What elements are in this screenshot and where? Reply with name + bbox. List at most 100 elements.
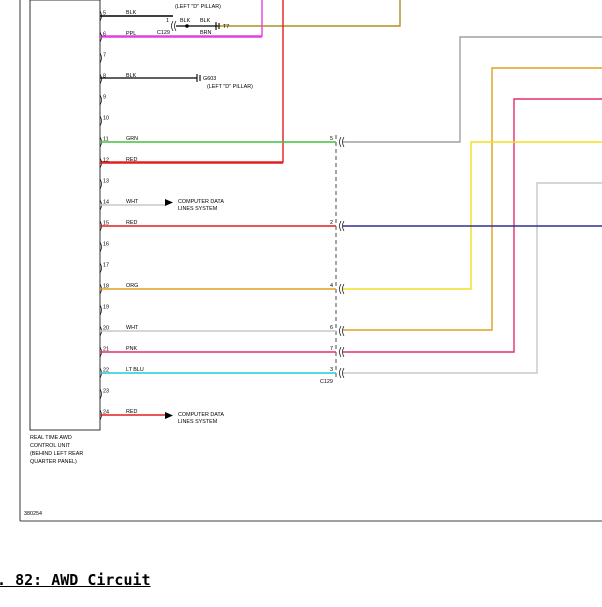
connector-c129-label: C129 [320, 379, 333, 385]
wire-color-label: BLK [126, 10, 137, 16]
pin-number: 16 [103, 242, 109, 248]
pin-terminal-icon [99, 304, 102, 316]
figure-caption: g. 82: AWD Circuit [0, 571, 151, 589]
wire-color-label: PNK [126, 346, 137, 352]
svg-text:CONTROL UNIT: CONTROL UNIT [30, 443, 71, 449]
pin-number: 18 [103, 284, 109, 290]
svg-text:QUARTER PANEL): QUARTER PANEL) [30, 459, 77, 465]
pin-row-7: 7 [99, 52, 106, 64]
svg-text:LINES SYSTEM: LINES SYSTEM [178, 206, 218, 212]
pin5-splice-group: 1 C129 BLK BLK BRN T7 (LEFT "D" PILLAR) [157, 4, 229, 36]
ground-g603-icon [196, 74, 201, 82]
wire-color-label: BLK [126, 73, 137, 79]
pin-terminal-icon [99, 94, 102, 106]
wire-label-brn: BRN [200, 30, 211, 36]
wire-color-label: ORG [126, 283, 138, 289]
connector-pin-number: 2 [330, 220, 333, 226]
control-unit-label: REAL TIME AWD CONTROL UNIT (BEHIND LEFT … [30, 435, 83, 465]
diagram-frame [19, 0, 602, 522]
pin-number: 21 [103, 347, 109, 353]
pin-number: 19 [103, 305, 109, 311]
wire-color-label: PPL [126, 31, 136, 37]
ground-t7-icon [215, 22, 220, 30]
pin-terminal-icon [99, 262, 102, 274]
pin-number: 17 [103, 263, 109, 269]
pin-terminal-icon [99, 388, 102, 400]
pin-row-12: 12 RED [99, 157, 283, 169]
pin-row-22: 22 LT BLU 3 [99, 367, 345, 379]
pin-row-16: 16 [99, 241, 109, 253]
pin-terminal-icon [99, 178, 102, 190]
pin-number: 22 [103, 368, 109, 374]
pin-number: 14 [103, 200, 109, 206]
pin-number: 15 [103, 221, 109, 227]
pin-row-10: 10 [99, 115, 109, 127]
pin-row-19: 19 [99, 304, 109, 316]
connector-terminal-icon [339, 367, 342, 379]
control-unit-box [29, 0, 101, 431]
computer-data-ref-24: COMPUTER DATA LINES SYSTEM [165, 412, 224, 425]
pin-number: 13 [103, 179, 109, 185]
arrow-right-icon [165, 199, 173, 206]
svg-text:LINES SYSTEM: LINES SYSTEM [178, 419, 218, 425]
pin-terminal-icon [99, 115, 102, 127]
ground-g603-label: G603 [203, 76, 216, 82]
connector-pin-number: 3 [330, 367, 333, 373]
connector-terminal-icon [339, 283, 342, 295]
connector-terminal-icon [339, 136, 342, 148]
ground-t7-label: T7 [223, 24, 229, 30]
computer-data-ref-14: COMPUTER DATA LINES SYSTEM [165, 199, 224, 212]
right-return-wires [343, 36, 602, 374]
wire-label-blk-top: BLK [180, 18, 191, 24]
pin-row-9: 9 [99, 94, 106, 106]
pin-number: 24 [103, 410, 109, 416]
pin-number: 20 [103, 326, 109, 332]
connector-pin-number: 4 [330, 283, 333, 289]
pin-row-24: 24 RED [99, 409, 165, 421]
wire-color-label: RED [126, 409, 137, 415]
svg-text:REAL TIME AWD: REAL TIME AWD [30, 435, 72, 441]
pin-row-21: 21 PNK 7 [99, 346, 345, 358]
pin-number: 5 [103, 11, 106, 17]
pin-number: 7 [103, 53, 106, 59]
figure-id: 380254 [24, 511, 42, 517]
pin-terminal-icon [99, 52, 102, 64]
pin8-ground-group: G603 (LEFT "D" PILLAR) [100, 74, 253, 90]
wire-color-label: WHT [126, 325, 139, 331]
svg-text:COMPUTER DATA: COMPUTER DATA [178, 412, 224, 418]
pin-number: 9 [103, 95, 106, 101]
pin-row-18: 18 ORG 4 [99, 283, 345, 295]
pin-row-6: 6 PPL [99, 31, 262, 43]
splice-dot [185, 24, 189, 28]
top-pillar-note: (LEFT "D" PILLAR) [175, 4, 221, 10]
pin-terminal-icon [99, 73, 102, 85]
pin-row-20: 20 WHT 6 [99, 325, 345, 337]
pin-row-23: 23 [99, 388, 109, 400]
c129-label-top: C129 [157, 30, 170, 36]
pin-row-15: 15 RED 2 [99, 220, 345, 232]
pin-row-17: 17 [99, 262, 109, 274]
connector-pin-number: 6 [330, 325, 333, 331]
c129-pin-number: 1 [166, 18, 169, 24]
top-wires [100, 0, 401, 163]
pin-number: 10 [103, 116, 109, 122]
wire-label-blk-right: BLK [200, 18, 211, 24]
pin-terminal-icon [99, 241, 102, 253]
pin-number: 11 [103, 137, 109, 143]
wire-color-label: RED [126, 220, 137, 226]
wire-color-label: RED [126, 157, 137, 163]
connector-terminal-icon [339, 325, 342, 337]
arrow-right-icon [165, 412, 173, 419]
svg-text:(BEHIND LEFT REAR: (BEHIND LEFT REAR [30, 451, 83, 457]
wire-color-label: GRN [126, 136, 138, 142]
ground-g603-location: (LEFT "D" PILLAR) [207, 84, 253, 90]
pin-number: 12 [103, 158, 109, 164]
pin-row-5: 5 BLK [99, 10, 173, 22]
wire-color-label: LT BLU [126, 367, 144, 373]
connector-pin-number: 7 [330, 346, 333, 352]
pin-number: 6 [103, 32, 106, 38]
